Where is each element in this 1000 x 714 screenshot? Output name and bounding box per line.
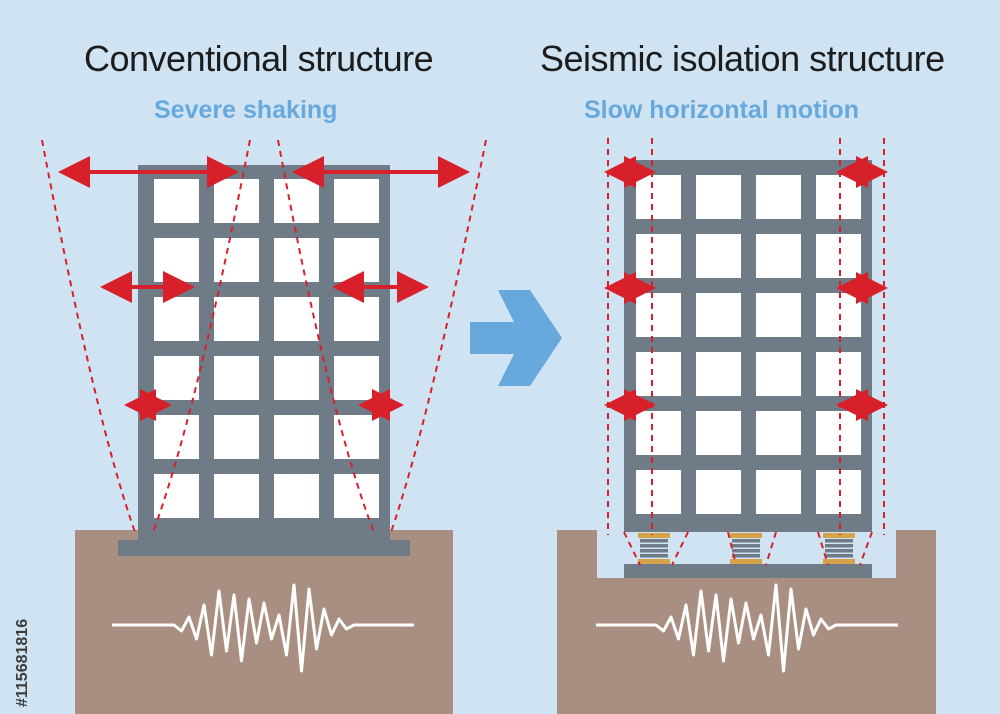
window [816,175,861,219]
isolator-plate-bottom [730,559,762,564]
stock-id-watermark: #115681816 [14,487,32,707]
window [274,474,319,518]
window [154,356,199,400]
window [274,297,319,341]
right-building-windows [636,175,861,514]
window [696,234,741,278]
window [756,411,801,455]
isolator-layer [732,549,760,553]
window [334,356,379,400]
right-title: Seismic isolation structure [540,38,945,79]
window [696,175,741,219]
isolator-layer [640,539,668,543]
window [274,238,319,282]
window [636,234,681,278]
window [816,293,861,337]
window [154,238,199,282]
window [154,297,199,341]
window [334,238,379,282]
seismic-wave-icon [596,583,898,673]
window [696,293,741,337]
isolator-layer [732,539,760,543]
window [816,352,861,396]
window [756,352,801,396]
window [756,234,801,278]
window [816,411,861,455]
window [154,474,199,518]
isolator-layer [825,544,853,548]
isolator-layer [640,544,668,548]
isolator-layer [732,544,760,548]
isolator-plate-bottom [823,559,855,564]
window [214,415,259,459]
isolator-plate-bottom [638,559,670,564]
isolator-layer [825,549,853,553]
isolator-layer [825,554,853,558]
window [274,179,319,223]
left-panel [41,139,487,714]
isolator-layer [640,554,668,558]
window [334,179,379,223]
isolator-plate-top [823,533,855,538]
window [214,297,259,341]
window [214,474,259,518]
isolator-layer [640,549,668,553]
window [636,293,681,337]
window [636,470,681,514]
left-foundation [118,540,410,556]
window [636,352,681,396]
window [214,179,259,223]
left-ground [75,530,453,714]
window [696,411,741,455]
window [816,470,861,514]
isolator-layer [732,554,760,558]
isolator-layer [825,539,853,543]
left-subtitle: Severe shaking [154,96,338,124]
left-displacement-arrows [58,156,470,421]
window [696,352,741,396]
right-displacement-arrows [604,156,888,421]
isolator-plate-top [638,533,670,538]
window [816,234,861,278]
right-base-slab [624,564,872,578]
window [756,293,801,337]
seismic-isolators [638,533,855,564]
right-subtitle: Slow horizontal motion [584,96,859,124]
window [214,356,259,400]
left-deflection-lines [41,139,487,536]
stock-id-text: #115681816 [14,618,31,707]
window [696,470,741,514]
window [334,415,379,459]
seismic-wave-icon [112,583,414,673]
window [274,415,319,459]
right-panel [557,138,936,714]
left-building-windows [154,179,379,518]
right-ground [557,530,936,714]
window [636,175,681,219]
window [636,411,681,455]
window [334,297,379,341]
isolator-plate-top [730,533,762,538]
window [756,470,801,514]
window [274,356,319,400]
right-deflection-lines [607,138,885,566]
right-arrow-icon [470,290,562,386]
window [154,179,199,223]
window [214,238,259,282]
window [756,175,801,219]
window [154,415,199,459]
window [334,474,379,518]
left-title: Conventional structure [84,38,434,79]
